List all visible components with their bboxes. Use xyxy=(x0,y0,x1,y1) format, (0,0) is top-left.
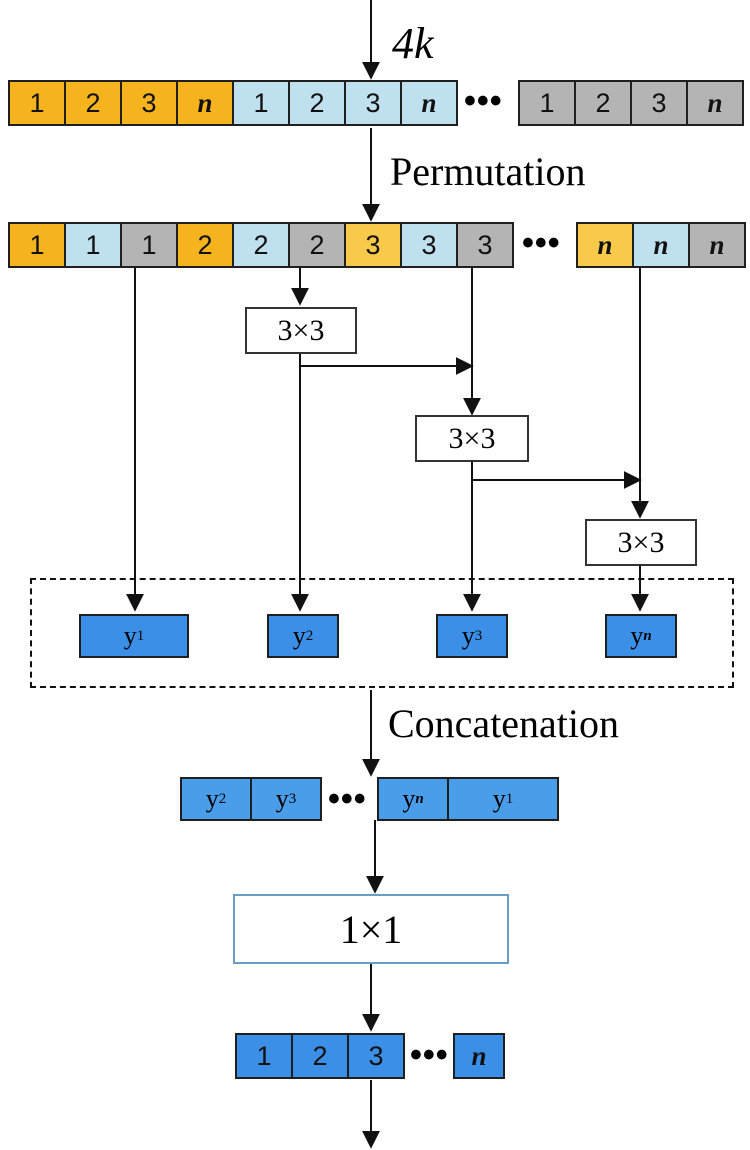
permuted-cell: 2 xyxy=(232,222,290,268)
input-cell: 2 xyxy=(574,80,632,126)
permuted-cell: 3 xyxy=(344,222,402,268)
permuted-cell: 1 xyxy=(64,222,122,268)
final-cell: 3 xyxy=(347,1033,405,1079)
permuted-cell: n xyxy=(632,222,690,268)
conv3x3-box-1: 3×3 xyxy=(245,307,357,354)
final-cell: 1 xyxy=(235,1033,293,1079)
channels-label: 4k xyxy=(392,19,434,68)
permuted-ellipsis: ••• xyxy=(522,224,561,262)
conv3x3-box-3: 3×3 xyxy=(585,519,697,566)
input-cell: n xyxy=(176,80,234,126)
final-ellipsis: ••• xyxy=(410,1036,449,1074)
concat-ellipsis: ••• xyxy=(328,780,367,818)
conv3x3-box-2: 3×3 xyxy=(415,415,529,462)
permuted-cell: n xyxy=(576,222,634,268)
final-cell: 2 xyxy=(291,1033,349,1079)
input-cell: 2 xyxy=(64,80,122,126)
input-cell: 1 xyxy=(518,80,576,126)
permuted-cell: 3 xyxy=(400,222,458,268)
final-cell: n xyxy=(453,1033,505,1079)
outputs-group xyxy=(30,578,734,688)
input-cell: 2 xyxy=(288,80,346,126)
concatenation-label: Concatenation xyxy=(388,701,620,746)
permuted-cell: 1 xyxy=(8,222,66,268)
permutation-label: Permutation xyxy=(390,149,586,194)
permuted-cell: 1 xyxy=(120,222,178,268)
input-cell: n xyxy=(686,80,744,126)
input-cell: 3 xyxy=(344,80,402,126)
permuted-cell: 3 xyxy=(456,222,514,268)
permuted-cell: 2 xyxy=(288,222,346,268)
pointwise-conv-box: 1×1 xyxy=(233,894,509,964)
input-cell: n xyxy=(400,80,458,126)
input-cell: 1 xyxy=(8,80,66,126)
input-cell: 1 xyxy=(232,80,290,126)
permuted-cell: n xyxy=(688,222,746,268)
input-ellipsis: ••• xyxy=(464,82,503,120)
input-cell: 3 xyxy=(630,80,688,126)
permuted-cell: 2 xyxy=(176,222,234,268)
input-cell: 3 xyxy=(120,80,178,126)
